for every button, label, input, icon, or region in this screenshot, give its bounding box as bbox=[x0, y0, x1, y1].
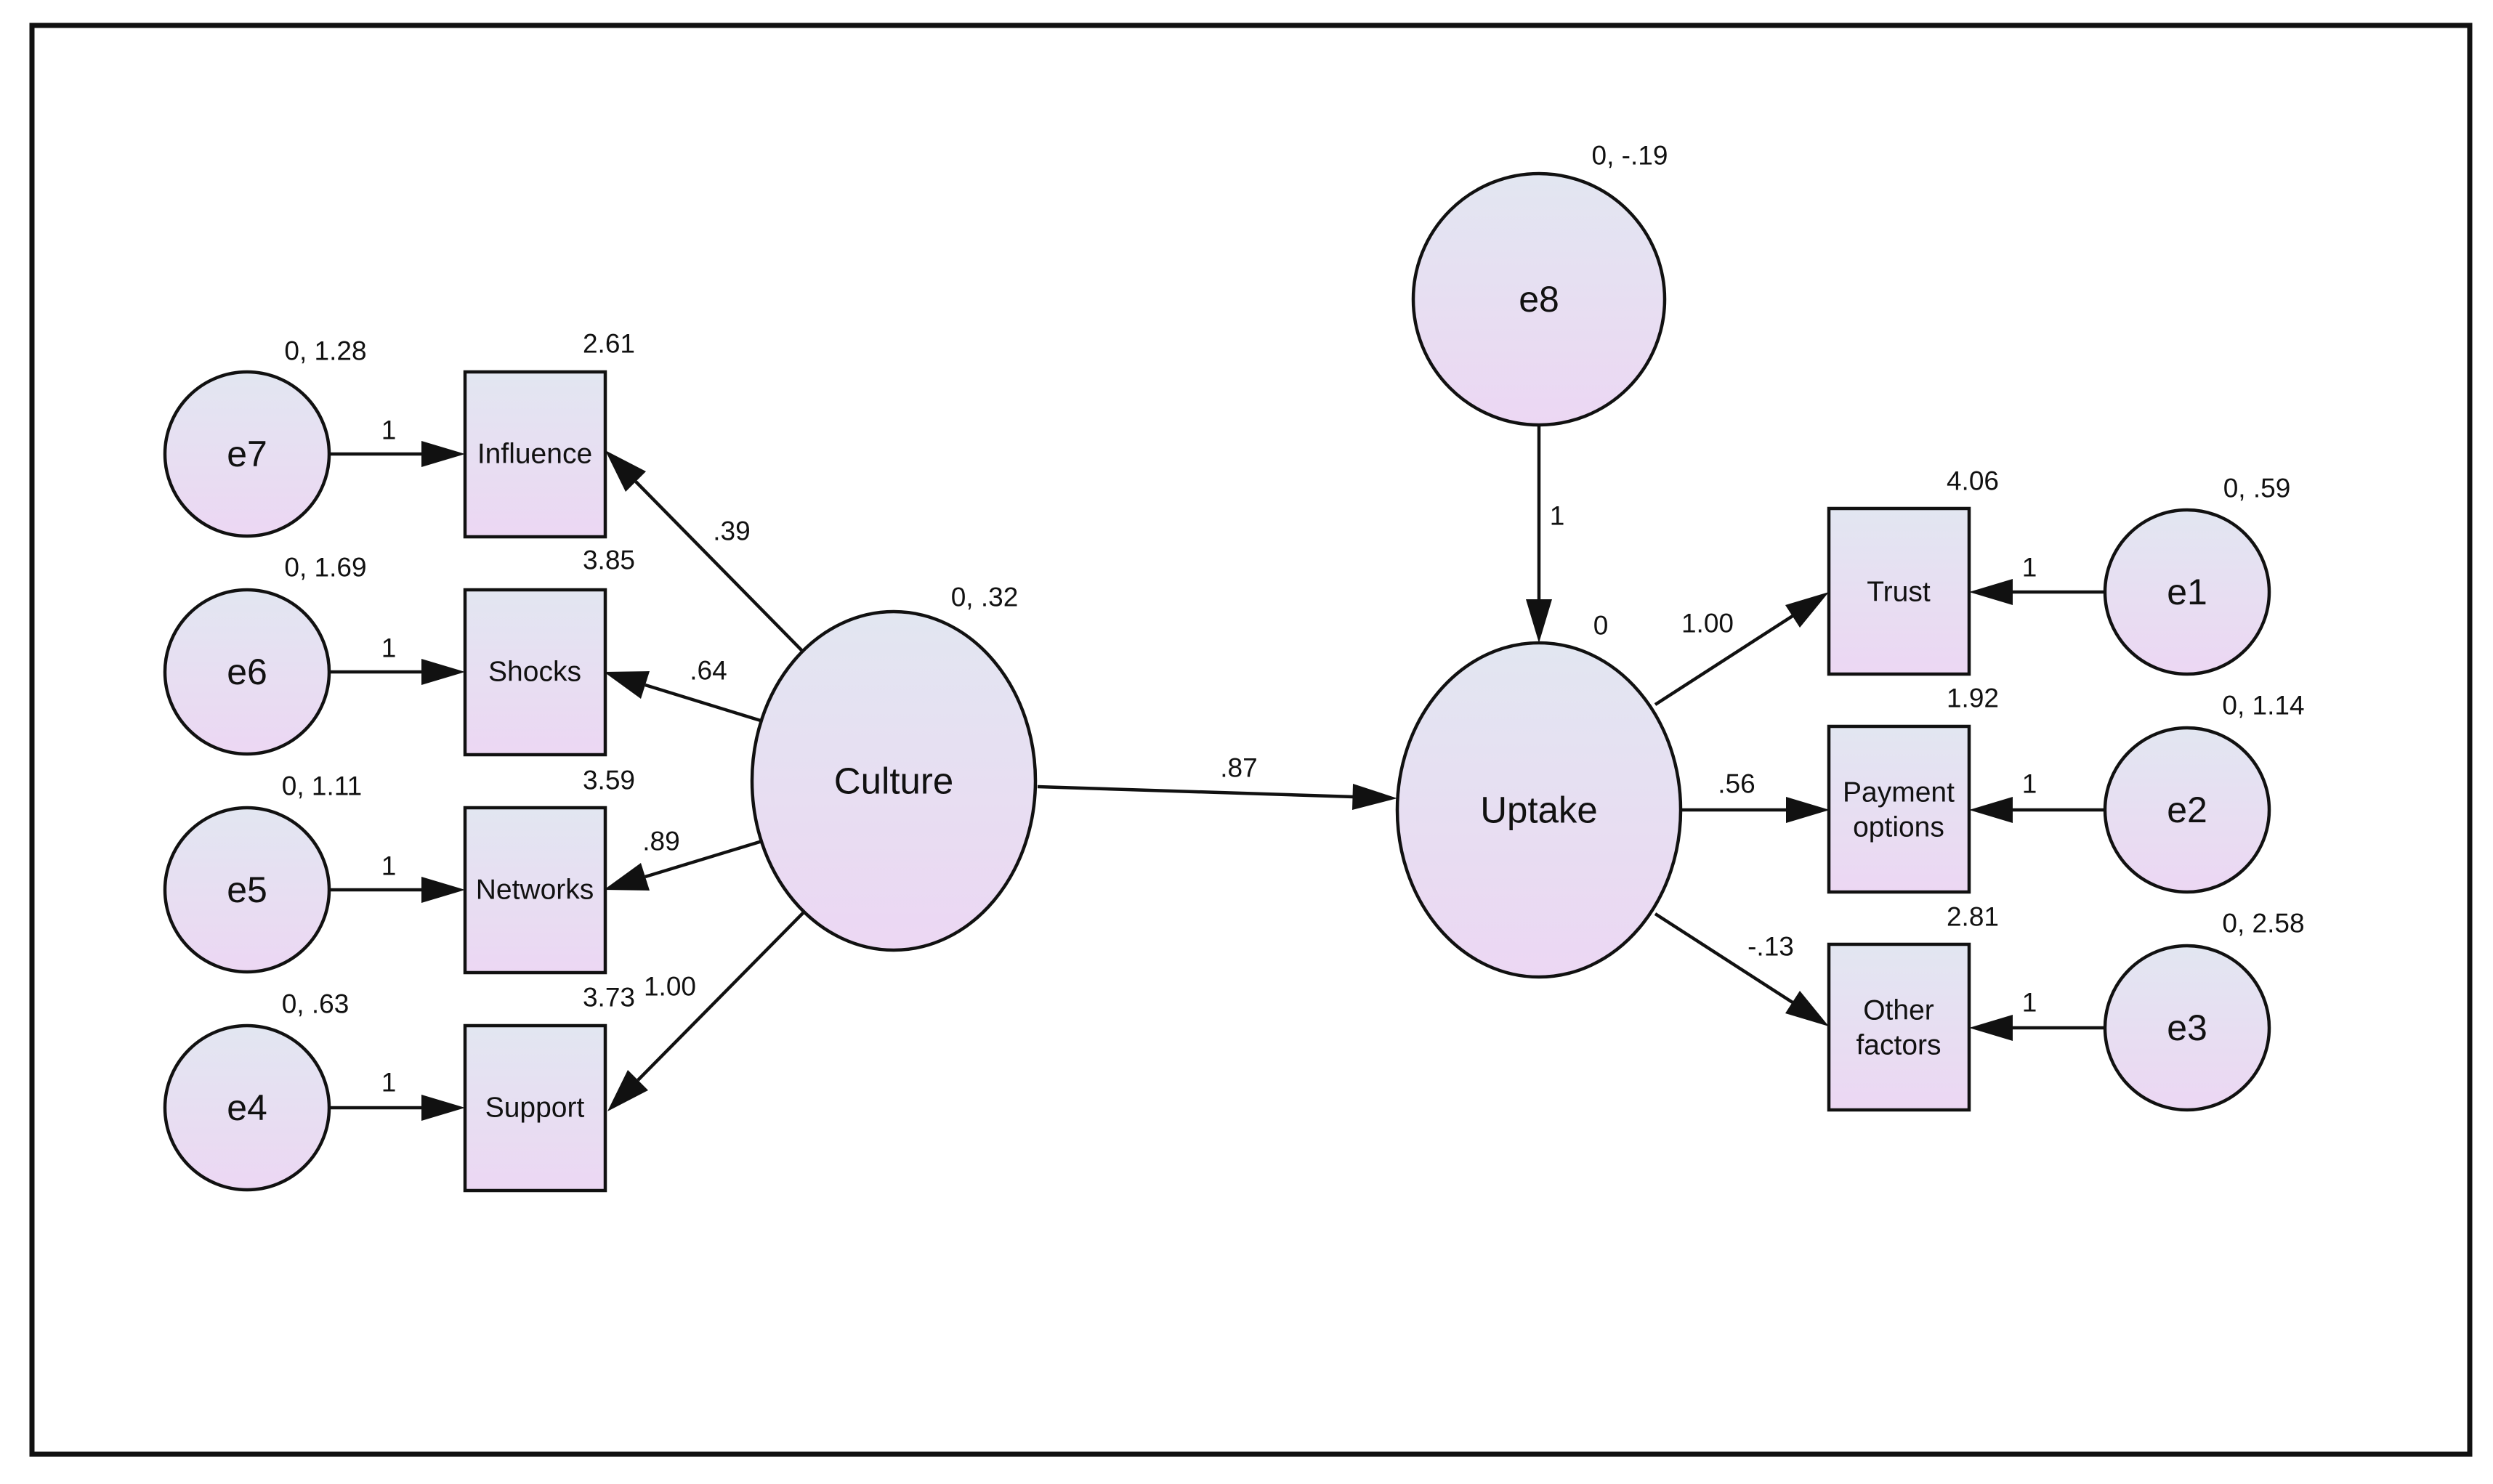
arrowhead-culture-influence bbox=[605, 450, 646, 492]
arrowhead-culture-support bbox=[607, 1070, 648, 1111]
label-e4: e4 bbox=[227, 1087, 267, 1128]
label-e5: e5 bbox=[227, 869, 267, 910]
weight-culture-influence: .39 bbox=[713, 516, 750, 546]
arrowhead-uptake-other bbox=[1785, 991, 1829, 1026]
weight-uptake-payment: .56 bbox=[1718, 769, 1755, 799]
weight-culture-shocks: .64 bbox=[690, 656, 727, 686]
edge-culture-influence bbox=[634, 480, 804, 653]
node-e4 bbox=[163, 1023, 331, 1192]
label-e2: e2 bbox=[2167, 790, 2207, 830]
weight-e7-influence: 1 bbox=[381, 415, 397, 445]
estimate-e5: 0, 1.11 bbox=[282, 771, 362, 801]
edge-uptake-other bbox=[1654, 912, 1794, 1004]
node-trust bbox=[1827, 506, 1971, 676]
label-uptake: Uptake bbox=[1480, 790, 1598, 831]
node-uptake bbox=[1395, 641, 1683, 979]
edge-culture-uptake bbox=[1037, 784, 1354, 799]
estimate-support: 3.73 bbox=[583, 983, 635, 1013]
arrowhead-culture-uptake bbox=[1352, 784, 1397, 810]
arrowhead-uptake-payment bbox=[1786, 797, 1830, 823]
label-e1: e1 bbox=[2167, 572, 2207, 612]
node-networks bbox=[463, 806, 607, 975]
estimate-e2: 0, 1.14 bbox=[2222, 691, 2304, 721]
node-labels: e7 e6 e5 e4 Influence Shocks Networks Su… bbox=[227, 279, 2207, 1128]
weight-e2-payment: 1 bbox=[2022, 769, 2037, 799]
weight-uptake-trust: 1.00 bbox=[1681, 609, 1734, 638]
arrowhead-e5-networks bbox=[421, 877, 465, 903]
arrowhead-culture-shocks bbox=[604, 671, 650, 699]
label-e3: e3 bbox=[2167, 1007, 2207, 1048]
estimate-e4: 0, .63 bbox=[282, 989, 349, 1019]
edge-culture-shocks bbox=[645, 683, 764, 723]
arrowhead-e6-shocks bbox=[421, 659, 465, 685]
diagram-frame bbox=[29, 23, 2473, 1457]
estimate-e8: 0, -.19 bbox=[1592, 141, 1668, 171]
label-other-line2: factors bbox=[1856, 1030, 1941, 1061]
node-shocks bbox=[463, 588, 607, 757]
node-e8 bbox=[1411, 171, 1667, 427]
arrowhead-e3-other bbox=[1969, 1015, 2013, 1041]
edge-uptake-trust bbox=[1654, 615, 1794, 706]
node-e5 bbox=[163, 806, 331, 974]
label-payment-line2: options bbox=[1853, 812, 1944, 843]
label-other-line1: Other bbox=[1863, 995, 1934, 1026]
estimate-networks: 3.59 bbox=[583, 766, 635, 795]
edges bbox=[331, 425, 2105, 1121]
node-culture bbox=[750, 609, 1038, 952]
edge-labels: 1 1 1 1 .39 .64 .89 1.00 .87 1 1.00 .56 … bbox=[381, 415, 2037, 1098]
label-influence: Influence bbox=[477, 439, 592, 470]
weight-e3-other: 1 bbox=[2022, 988, 2037, 1018]
node-influence bbox=[463, 370, 607, 539]
estimate-culture: 0, .32 bbox=[951, 583, 1019, 612]
estimate-influence: 2.61 bbox=[583, 329, 635, 359]
edge-culture-support bbox=[637, 910, 806, 1082]
label-e7: e7 bbox=[227, 434, 267, 474]
label-culture: Culture bbox=[834, 761, 953, 802]
weight-e1-trust: 1 bbox=[2022, 553, 2037, 583]
estimate-shocks: 3.85 bbox=[583, 546, 635, 575]
node-estimates: 0, 1.28 0, 1.69 0, 1.11 0, .63 2.61 3.85… bbox=[282, 141, 2305, 1019]
weight-culture-uptake: .87 bbox=[1220, 753, 1257, 783]
weight-uptake-other: -.13 bbox=[1747, 932, 1794, 962]
estimate-uptake: 0 bbox=[1593, 611, 1609, 641]
node-e1 bbox=[2103, 508, 2271, 676]
label-shocks: Shocks bbox=[488, 657, 581, 688]
node-payment-options bbox=[1827, 724, 1971, 894]
node-e7 bbox=[163, 370, 331, 538]
weight-e6-shocks: 1 bbox=[381, 633, 397, 663]
estimate-e3: 0, 2.58 bbox=[2222, 909, 2304, 938]
label-e6: e6 bbox=[227, 652, 267, 692]
node-support bbox=[463, 1023, 607, 1193]
node-e3 bbox=[2103, 944, 2271, 1112]
arrowhead-e8-uptake bbox=[1526, 599, 1552, 643]
weight-culture-support: 1.00 bbox=[644, 972, 696, 1002]
edge-culture-networks bbox=[645, 838, 765, 879]
nodes bbox=[163, 171, 2271, 1193]
arrowhead-e7-influence bbox=[421, 441, 465, 467]
node-other-factors bbox=[1827, 942, 1971, 1112]
weight-e5-networks: 1 bbox=[381, 851, 397, 881]
estimate-trust: 4.06 bbox=[1947, 466, 1999, 496]
label-e8: e8 bbox=[1519, 279, 1559, 320]
node-e6 bbox=[163, 588, 331, 756]
estimate-e6: 0, 1.69 bbox=[284, 553, 366, 583]
label-networks: Networks bbox=[476, 875, 594, 906]
node-e2 bbox=[2103, 726, 2271, 894]
weight-e8-uptake: 1 bbox=[1550, 501, 1565, 531]
arrowhead-e4-support bbox=[421, 1095, 465, 1121]
weight-e4-support: 1 bbox=[381, 1068, 397, 1098]
arrowhead-e2-payment bbox=[1969, 797, 2013, 823]
label-payment-line1: Payment bbox=[1843, 777, 1955, 808]
label-trust: Trust bbox=[1867, 577, 1931, 608]
estimate-other: 2.81 bbox=[1947, 902, 1999, 932]
estimate-payment: 1.92 bbox=[1947, 684, 1999, 713]
label-support: Support bbox=[485, 1092, 585, 1124]
arrowhead-culture-networks bbox=[604, 863, 650, 891]
estimate-e1: 0, .59 bbox=[2223, 474, 2291, 503]
weight-culture-networks: .89 bbox=[642, 827, 679, 856]
arrowhead-e1-trust bbox=[1969, 579, 2013, 605]
estimate-e7: 0, 1.28 bbox=[284, 336, 366, 366]
arrowhead-uptake-trust bbox=[1785, 592, 1829, 628]
